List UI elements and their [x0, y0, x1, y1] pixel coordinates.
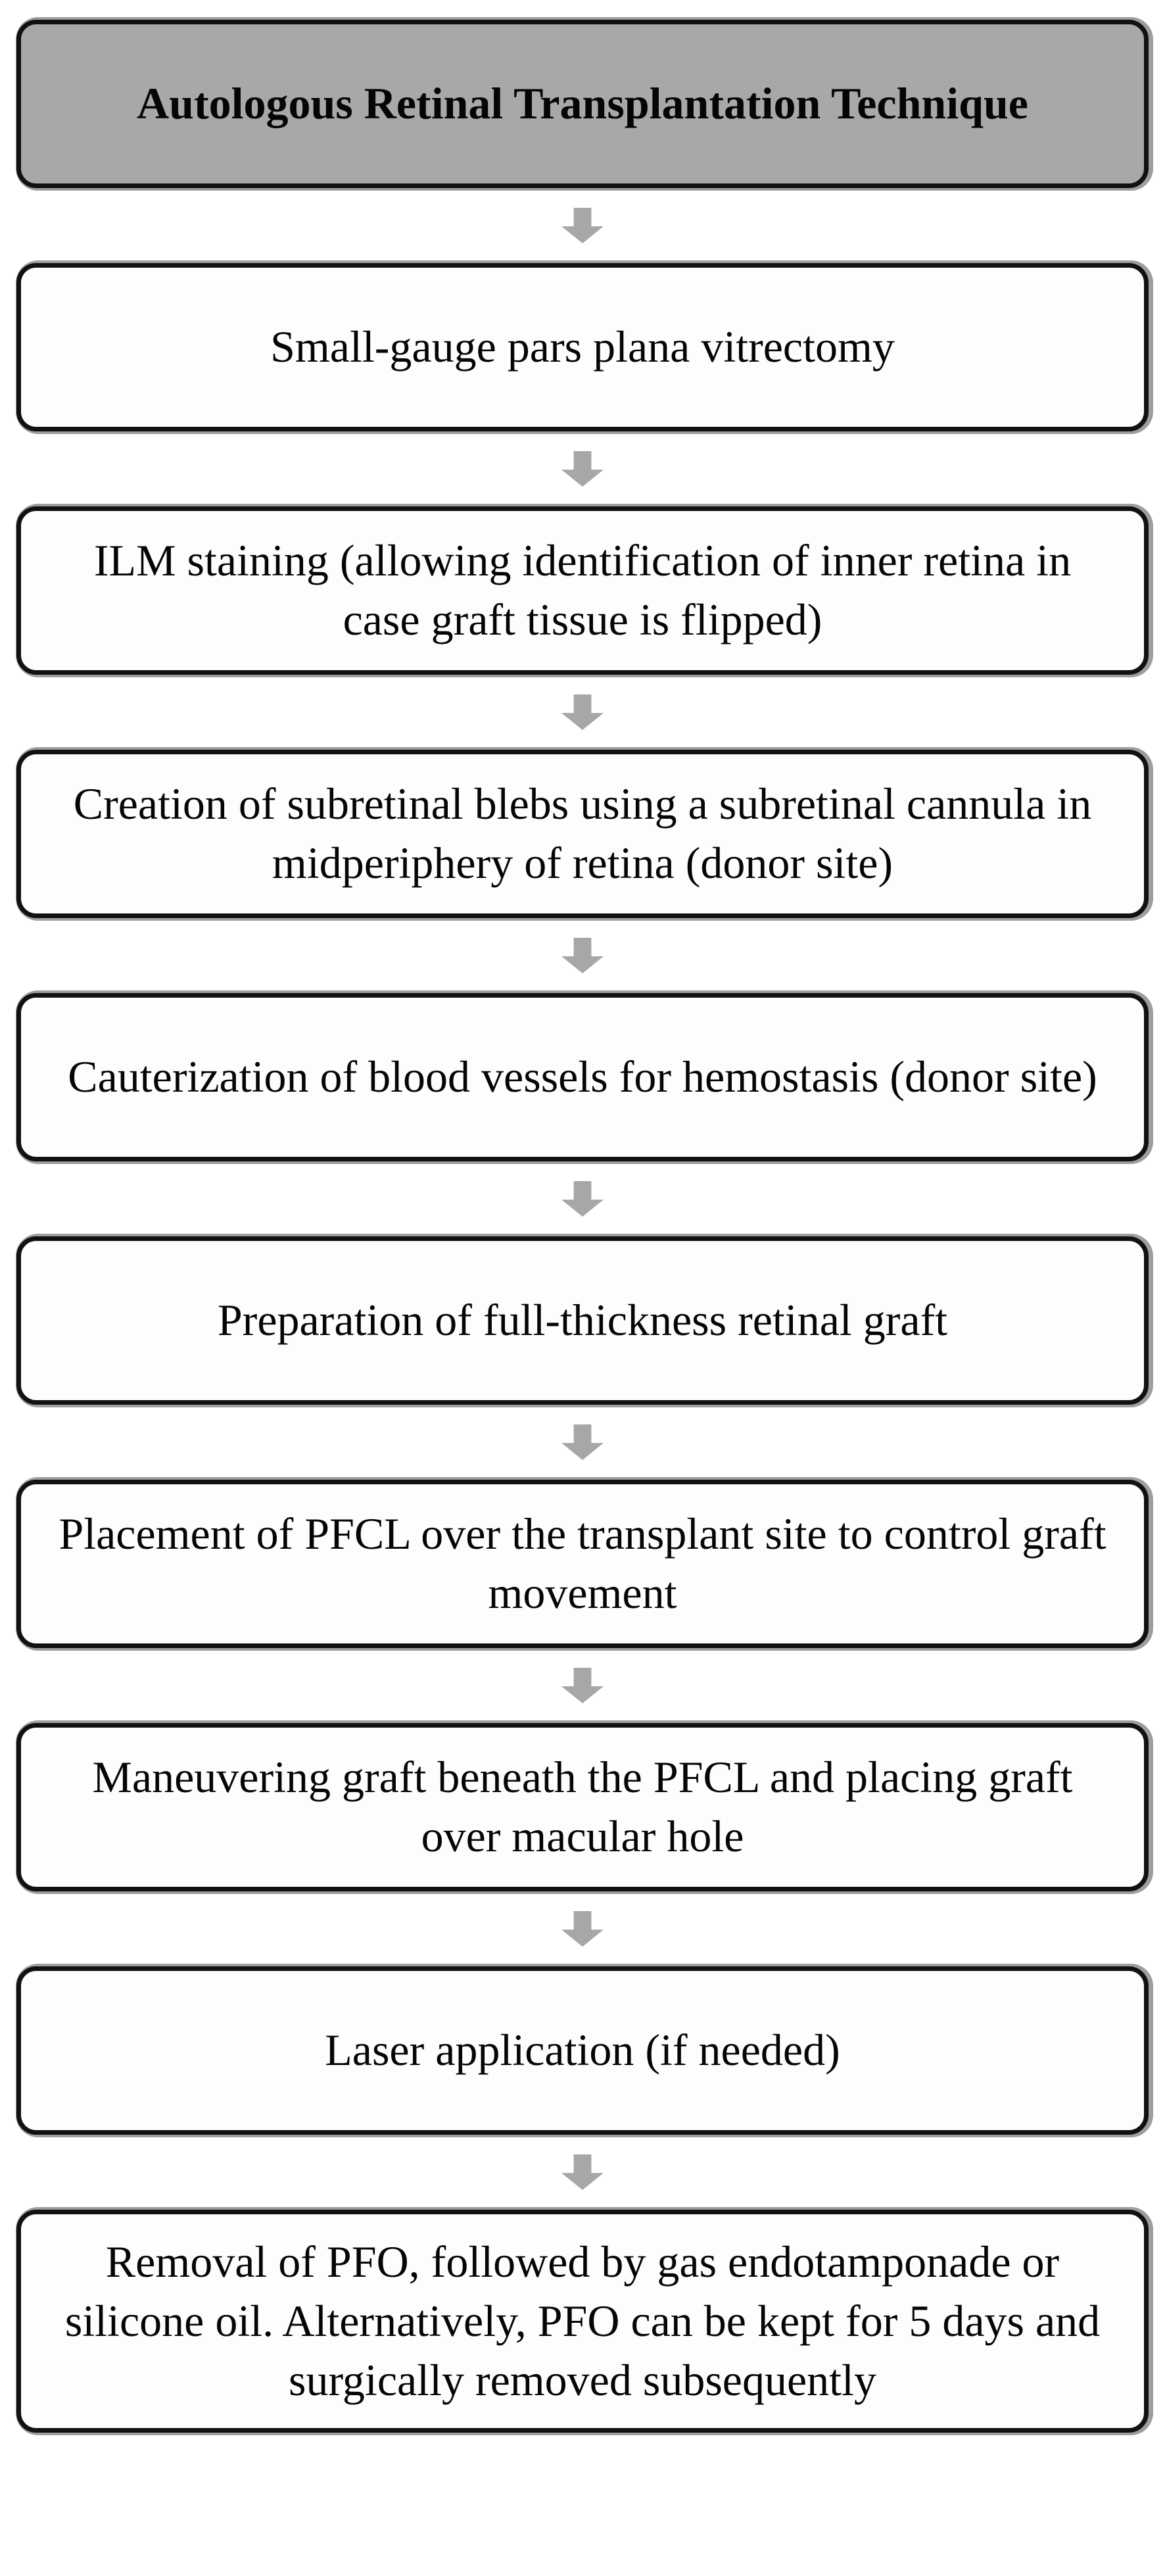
down-arrow-icon: [561, 2154, 604, 2190]
step-label: Maneuvering graft beneath the PFCL and p…: [92, 1752, 1073, 1861]
down-arrow-icon: [561, 1181, 604, 1217]
down-arrow-icon: [561, 208, 604, 243]
step-label: Preparation of full-thickness retinal gr…: [217, 1295, 948, 1346]
down-arrow-icon: [561, 1911, 604, 1947]
down-arrow-icon: [561, 1424, 604, 1460]
flowchart: Autologous Retinal Transplantation Techn…: [16, 20, 1149, 2433]
step-box: Laser application (if needed): [16, 1966, 1149, 2135]
step-box: Removal of PFO, followed by gas endotamp…: [16, 2210, 1149, 2433]
down-arrow-icon: [561, 938, 604, 973]
step-box: Small-gauge pars plana vitrectomy: [16, 263, 1149, 431]
step-box: ILM staining (allowing identification of…: [16, 506, 1149, 675]
down-arrow-icon: [561, 694, 604, 730]
step-label: Laser application (if needed): [325, 2025, 840, 2076]
step-box: Placement of PFCL over the transplant si…: [16, 1480, 1149, 1648]
flowchart-title: Autologous Retinal Transplantation Techn…: [137, 78, 1028, 129]
step-box: Cauterization of blood vessels for hemos…: [16, 993, 1149, 1161]
step-box: Preparation of full-thickness retinal gr…: [16, 1236, 1149, 1405]
step-label: Removal of PFO, followed by gas endotamp…: [64, 2237, 1101, 2405]
down-arrow-icon: [561, 451, 604, 487]
step-label: ILM staining (allowing identification of…: [93, 535, 1072, 644]
step-box: Creation of subretinal blebs using a sub…: [16, 750, 1149, 918]
step-label: Placement of PFCL over the transplant si…: [59, 1509, 1106, 1618]
step-label: Cauterization of blood vessels for hemos…: [68, 1052, 1097, 1102]
step-label: Small-gauge pars plana vitrectomy: [270, 322, 895, 372]
step-label: Creation of subretinal blebs using a sub…: [73, 779, 1092, 888]
title-box: Autologous Retinal Transplantation Techn…: [16, 20, 1149, 188]
step-box: Maneuvering graft beneath the PFCL and p…: [16, 1723, 1149, 1891]
down-arrow-icon: [561, 1668, 604, 1703]
